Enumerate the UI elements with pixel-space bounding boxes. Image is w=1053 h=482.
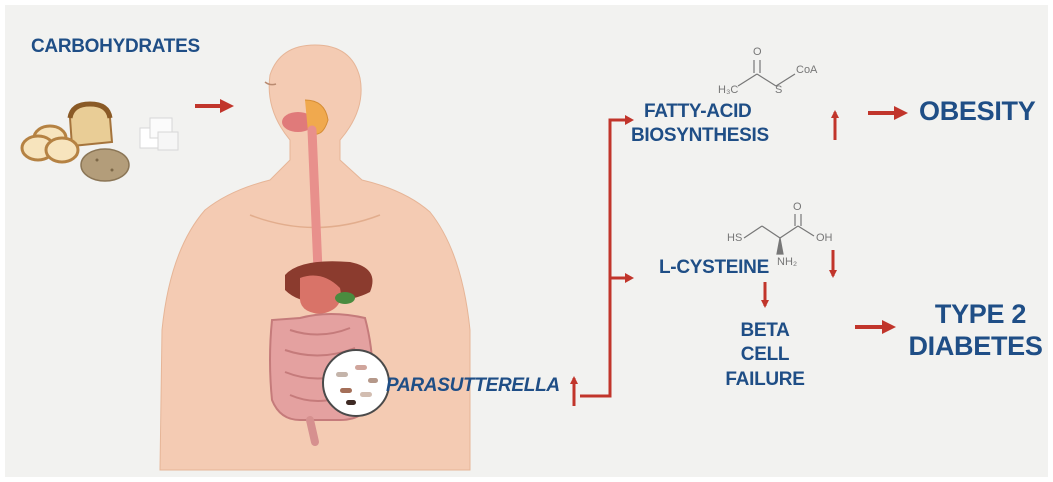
cysteine-hs-text: HS <box>727 232 742 244</box>
obesity-label: OBESITY <box>919 95 1035 128</box>
fatty-acid-label-line1: FATTY-ACID <box>644 100 751 124</box>
potato-icon <box>81 149 129 181</box>
cysteine-structure <box>744 214 814 254</box>
parasutterella-label: PARASUTTERELLA <box>386 374 560 398</box>
cell-label: CELL <box>737 343 793 367</box>
cysteine-nh2-text: NH₂ <box>777 256 797 268</box>
acetyl-h3c-text: H₃C <box>718 84 738 96</box>
type2-label-line2: DIABETES <box>898 330 1053 363</box>
cysteine-o-text: O <box>793 201 802 213</box>
acetyl-coa-structure <box>738 60 795 86</box>
acetyl-s-text: S <box>775 84 782 96</box>
failure-label: FAILURE <box>715 368 815 392</box>
fatty-acid-label-line2: BIOSYNTHESIS <box>631 124 769 148</box>
branch-connector <box>580 120 625 396</box>
bacteria-magnifier-icon <box>323 350 389 416</box>
l-cysteine-label: L-CYSTEINE <box>659 256 769 280</box>
carbohydrates-label: CARBOHYDRATES <box>31 35 200 59</box>
sugar-cube-icon <box>140 118 178 150</box>
acetyl-o-text: O <box>753 46 762 58</box>
branch-arrowhead-mid <box>625 273 634 283</box>
cysteine-oh-text: OH <box>816 232 833 244</box>
acetyl-coa-text: CoA <box>796 64 817 76</box>
type2-label-line1: TYPE 2 <box>908 298 1053 331</box>
beta-label: BETA <box>737 319 793 343</box>
